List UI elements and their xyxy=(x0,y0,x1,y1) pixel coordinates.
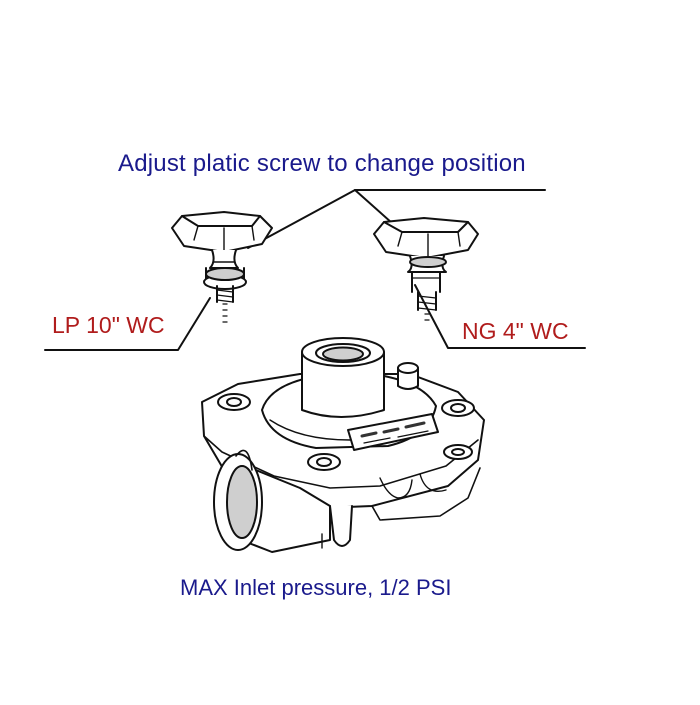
adjust-screw-caption: Adjust platic screw to change position xyxy=(118,150,526,177)
leader-lines xyxy=(44,189,586,351)
max-inlet-pressure-caption: MAX Inlet pressure, 1/2 PSI xyxy=(180,575,452,600)
ng-leader xyxy=(414,284,586,349)
lp-setting-label: LP 10" WC xyxy=(52,312,165,338)
lp-adjust-screw xyxy=(171,211,273,323)
ng-setting-label: NG 4" WC xyxy=(462,318,569,344)
ng-adjust-screw xyxy=(373,217,479,321)
lp-leader xyxy=(44,297,211,351)
regulator-body xyxy=(201,337,485,553)
